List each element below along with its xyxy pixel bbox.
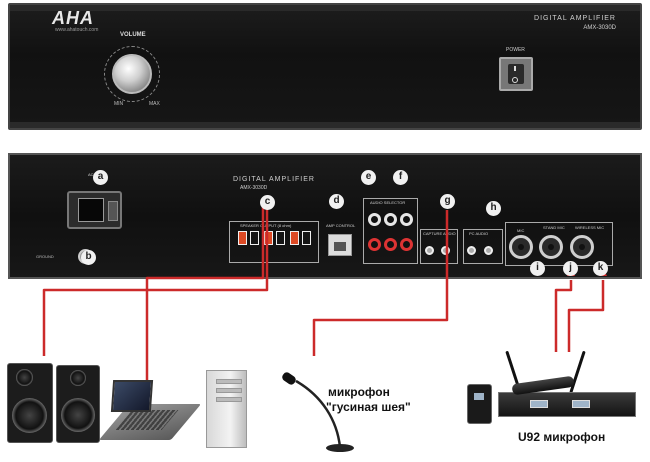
woofer-right	[61, 398, 95, 432]
capture-audio-label: CAPTURE AUDIO	[423, 231, 456, 236]
volume-scale	[104, 46, 160, 102]
gooseneck-caption-line1: микрофон	[328, 385, 390, 399]
marker-j: j	[563, 261, 578, 276]
speaker-output-section	[229, 221, 319, 263]
rca-jack-white[interactable]	[400, 213, 413, 226]
receiver-display	[572, 400, 590, 408]
wireless-mic-input-jack[interactable]	[570, 235, 594, 259]
power-on-symbol	[514, 66, 516, 71]
audio-selector-label: AUDIO SELECTOR	[370, 200, 406, 205]
wireless-mic-cable-2	[567, 280, 605, 352]
pc-audio-section	[463, 229, 503, 264]
speaker-terminal[interactable]	[302, 231, 311, 245]
woofer-left	[12, 398, 47, 433]
volume-min-label: MIN	[114, 101, 124, 107]
ground-label: GROUND	[36, 254, 54, 259]
volume-label: VOLUME	[120, 32, 146, 38]
mic-label: MIC	[517, 228, 525, 233]
wireless-mic-label: WIRELESS MIC	[575, 225, 605, 230]
front-model-title: DIGITAL AMPLIFIER	[534, 15, 616, 22]
speaker-terminal[interactable]	[238, 231, 247, 245]
capture-audio-section	[420, 229, 458, 264]
pc-audio-jack[interactable]	[467, 246, 476, 255]
speaker-output-label: SPEAKER OUTPUT (8 ohm)	[240, 223, 292, 228]
rca-jack-red[interactable]	[368, 238, 381, 251]
website-label: www.ahatouch.com	[55, 27, 99, 33]
wireless-mic-cable-1	[554, 280, 573, 352]
power-label: POWER	[506, 47, 525, 53]
rca-jack-red[interactable]	[400, 238, 413, 251]
rca-jack-white[interactable]	[384, 213, 397, 226]
receiver-display	[530, 400, 548, 408]
speaker-cable	[42, 204, 269, 356]
capture-audio-jack[interactable]	[441, 246, 450, 255]
marker-h: h	[486, 201, 501, 216]
ac-socket-pins	[78, 198, 104, 222]
pc-audio-label: PC AUDIO	[469, 231, 489, 236]
rear-model-code: AMX-3030D	[240, 185, 268, 191]
wireless-receiver	[498, 392, 636, 417]
beltpack-display	[474, 393, 484, 400]
audio-selector-section	[363, 198, 418, 264]
rack-rail-bottom	[10, 122, 640, 128]
marker-g: g	[440, 194, 455, 209]
drive-bay	[216, 379, 242, 384]
power-off-symbol	[512, 77, 518, 83]
gooseneck-mic-cable	[312, 210, 449, 356]
capture-audio-jack[interactable]	[425, 246, 434, 255]
fuse-holder[interactable]	[108, 201, 118, 221]
laptop-screen	[110, 380, 154, 412]
tweeter-right	[70, 370, 86, 386]
rear-model-title: DIGITAL AMPLIFIER	[233, 176, 315, 183]
laptop-cable	[145, 204, 265, 381]
drive-bay	[216, 397, 242, 402]
stand-mic-label: STAND MIC	[543, 225, 565, 230]
amp-control-port[interactable]	[328, 234, 352, 256]
rack-rail-top	[10, 5, 640, 11]
mic-input-jack[interactable]	[509, 235, 533, 259]
marker-i: i	[530, 261, 545, 276]
stand-mic-input-jack[interactable]	[539, 235, 563, 259]
front-model-code: AMX-3030D	[583, 25, 616, 31]
marker-e: e	[361, 170, 376, 185]
rca-jack-red[interactable]	[384, 238, 397, 251]
marker-f: f	[393, 170, 408, 185]
marker-a: a	[93, 170, 108, 185]
beltpack-transmitter	[467, 384, 492, 424]
marker-c: c	[260, 195, 275, 210]
amp-control-label: AMP CONTROL	[326, 223, 356, 228]
volume-knob[interactable]	[112, 54, 152, 94]
volume-max-label: MAX	[149, 101, 160, 107]
speaker-terminal[interactable]	[290, 231, 299, 245]
marker-b: b	[81, 250, 96, 265]
wireless-caption: U92 микрофон	[518, 430, 606, 444]
marker-d: d	[329, 194, 344, 209]
mic-input-section	[505, 222, 613, 266]
rca-jack-white[interactable]	[368, 213, 381, 226]
gooseneck-mic-base	[326, 444, 354, 452]
speaker-terminal[interactable]	[264, 231, 273, 245]
brand-logo: AHA	[52, 8, 94, 28]
tweeter-left	[16, 369, 33, 386]
speaker-terminal[interactable]	[250, 231, 259, 245]
marker-k: k	[593, 261, 608, 276]
gooseneck-stem	[295, 379, 342, 448]
drive-bay	[216, 388, 242, 393]
speaker-terminal[interactable]	[276, 231, 285, 245]
pc-audio-jack[interactable]	[484, 246, 493, 255]
gooseneck-caption-line2: "гусиная шея"	[326, 400, 411, 414]
